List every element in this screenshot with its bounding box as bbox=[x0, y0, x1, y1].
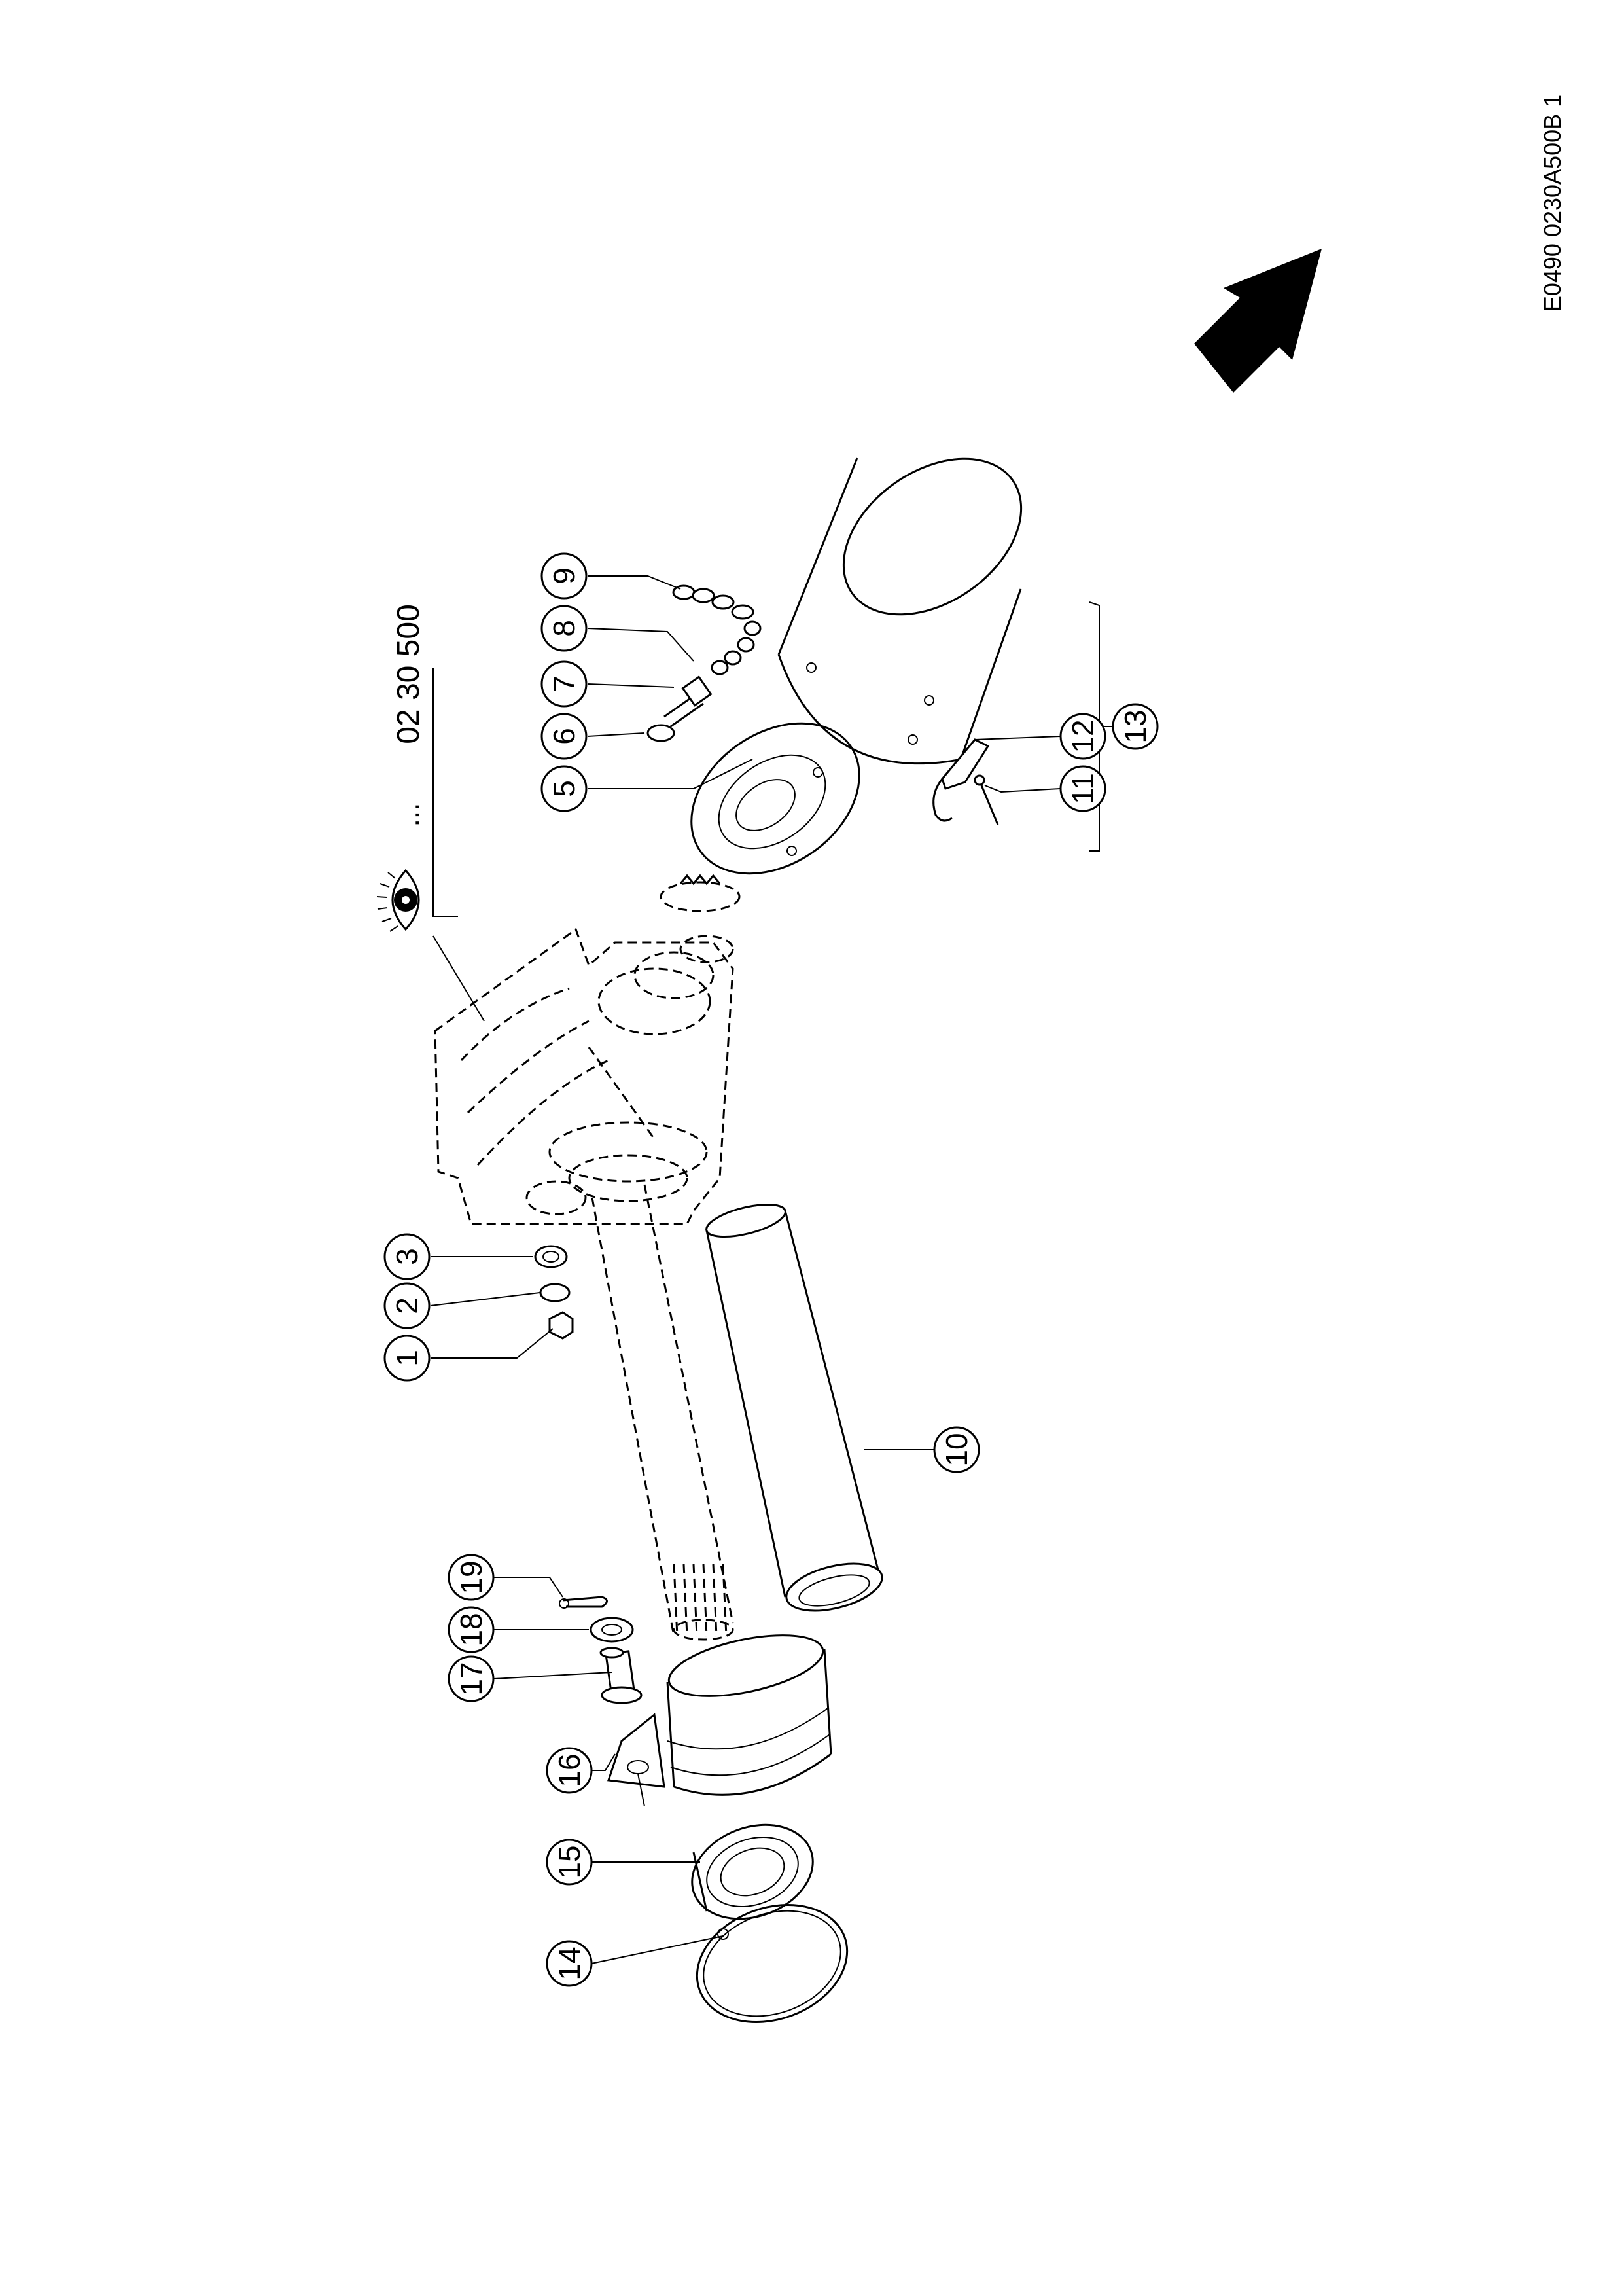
callout-5: 5 bbox=[540, 765, 588, 812]
callout-17-label: 17 bbox=[454, 1662, 488, 1695]
callout-13: 13 bbox=[1112, 703, 1159, 750]
callout-16-label: 16 bbox=[552, 1753, 586, 1787]
drive-shaft bbox=[591, 1184, 734, 1641]
part-5-flange bbox=[690, 722, 860, 875]
callout-1: 1 bbox=[383, 1335, 431, 1382]
part-17-pin bbox=[599, 1647, 643, 1704]
callout-14-label: 14 bbox=[552, 1946, 586, 1980]
part-11-pin bbox=[974, 774, 999, 825]
callout-11-label: 11 bbox=[1066, 773, 1100, 804]
part-2-washer bbox=[539, 1283, 571, 1302]
drawing-code: E0490 0230A500B 1 bbox=[1539, 94, 1566, 312]
callout-13-label: 13 bbox=[1118, 709, 1152, 743]
part-19-split-pin bbox=[559, 1596, 608, 1609]
callout-8-label: 8 bbox=[547, 620, 581, 637]
part-6-washer bbox=[646, 724, 675, 742]
callout-18-label: 18 bbox=[454, 1613, 488, 1646]
callout-17: 17 bbox=[448, 1655, 495, 1702]
callout-3: 3 bbox=[383, 1233, 431, 1280]
callout-5-label: 5 bbox=[547, 780, 581, 797]
part-9-chain bbox=[672, 584, 762, 675]
callout-19: 19 bbox=[448, 1554, 495, 1601]
part-15-bearing bbox=[691, 1823, 814, 1920]
part-7-bolt bbox=[663, 675, 713, 728]
direction-arrow-icon bbox=[1194, 249, 1322, 393]
callout-2-label: 2 bbox=[390, 1297, 424, 1314]
part-10-tube bbox=[705, 1203, 883, 1612]
callout-9-label: 9 bbox=[547, 567, 581, 584]
drawing-code-text: E0490 0230A500B 1 bbox=[1539, 94, 1566, 312]
part-14-circlip bbox=[696, 1904, 849, 2023]
callout-16: 16 bbox=[546, 1747, 593, 1794]
callout-15-label: 15 bbox=[552, 1845, 586, 1878]
part-12-hook bbox=[932, 738, 990, 822]
callout-2: 2 bbox=[383, 1282, 431, 1329]
callout-10-label: 10 bbox=[940, 1433, 974, 1466]
callout-1-label: 1 bbox=[390, 1350, 424, 1367]
callout-11: 11 bbox=[1059, 765, 1106, 812]
callout-19-label: 19 bbox=[454, 1560, 488, 1594]
callout-3-label: 3 bbox=[390, 1248, 424, 1265]
callout-8: 8 bbox=[540, 605, 588, 652]
callout-15: 15 bbox=[546, 1839, 593, 1886]
callout-14: 14 bbox=[546, 1940, 593, 1987]
callout-6: 6 bbox=[540, 713, 588, 760]
reference-number: 02 30 500 bbox=[391, 604, 426, 744]
eye-icon bbox=[376, 869, 420, 932]
part-1-nut bbox=[548, 1311, 574, 1340]
leader-lines bbox=[430, 575, 1112, 1964]
callout-10: 10 bbox=[933, 1426, 980, 1473]
part-18-washer bbox=[590, 1617, 634, 1643]
part-cover-cylinder bbox=[777, 457, 1023, 766]
callout-7: 7 bbox=[540, 660, 588, 708]
reference-prefix: ... bbox=[393, 803, 425, 827]
callout-12: 12 bbox=[1059, 713, 1106, 760]
part-3-bush bbox=[534, 1245, 568, 1268]
callout-7-label: 7 bbox=[547, 675, 581, 692]
callout-6-label: 6 bbox=[547, 728, 581, 745]
reference-label: ... 02 30 500 bbox=[376, 604, 485, 1022]
callout-12-label: 12 bbox=[1066, 719, 1100, 753]
input-spline bbox=[660, 874, 741, 912]
part-16-bearing-housing bbox=[607, 1634, 832, 1807]
callout-9: 9 bbox=[540, 552, 588, 600]
gearbox-housing bbox=[434, 927, 734, 1225]
callout-18: 18 bbox=[448, 1606, 495, 1653]
